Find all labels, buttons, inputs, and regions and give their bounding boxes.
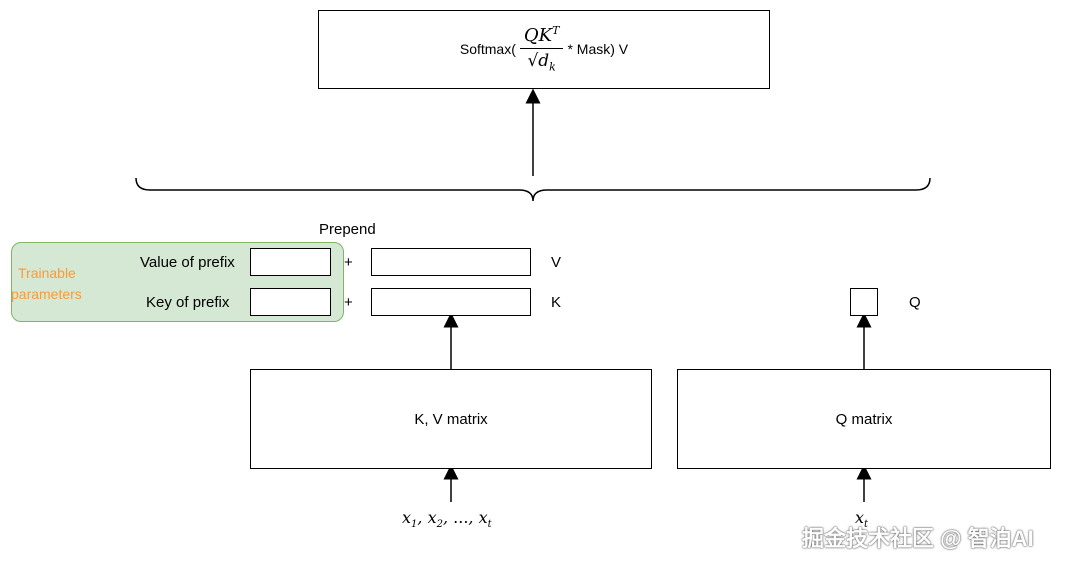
key-prefix-box	[250, 288, 331, 316]
v-box	[371, 248, 531, 276]
softmax-box: Softmax( QKT √dk * Mask) V	[318, 10, 770, 89]
softmax-formula: Softmax( QKT √dk * Mask) V	[460, 19, 628, 79]
plus-key: +	[344, 294, 353, 311]
formula-fraction: QKT √dk	[519, 19, 564, 79]
formula-numerator: QKT	[519, 19, 564, 50]
key-of-prefix-label: Key of prefix	[146, 294, 230, 311]
q-matrix-box: Q matrix	[677, 369, 1051, 469]
formula-denominator: √dk	[527, 51, 556, 74]
k-box	[371, 288, 531, 316]
watermark: 掘金技术社区 @ 智泊AI	[802, 526, 1034, 551]
kv-matrix-label: K, V matrix	[414, 410, 488, 428]
value-prefix-box	[250, 248, 331, 276]
value-of-prefix-label: Value of prefix	[140, 254, 235, 271]
formula-suffix: * Mask) V	[567, 41, 629, 58]
trainable-label: Trainable parameters	[11, 265, 82, 302]
curly-brace	[135, 177, 931, 202]
q-label: Q	[909, 294, 921, 311]
formula-prefix: Softmax(	[459, 41, 516, 58]
q-input: xt	[855, 508, 869, 531]
kv-input-sequence: x1, x2, ..., xt	[402, 508, 492, 531]
q-box	[850, 288, 878, 316]
v-label: V	[551, 254, 562, 271]
plus-value: +	[344, 254, 353, 271]
kv-matrix-box: K, V matrix	[250, 369, 652, 469]
prepend-label: Prepend	[319, 221, 376, 238]
q-matrix-label: Q matrix	[835, 410, 893, 428]
k-label: K	[551, 294, 562, 311]
